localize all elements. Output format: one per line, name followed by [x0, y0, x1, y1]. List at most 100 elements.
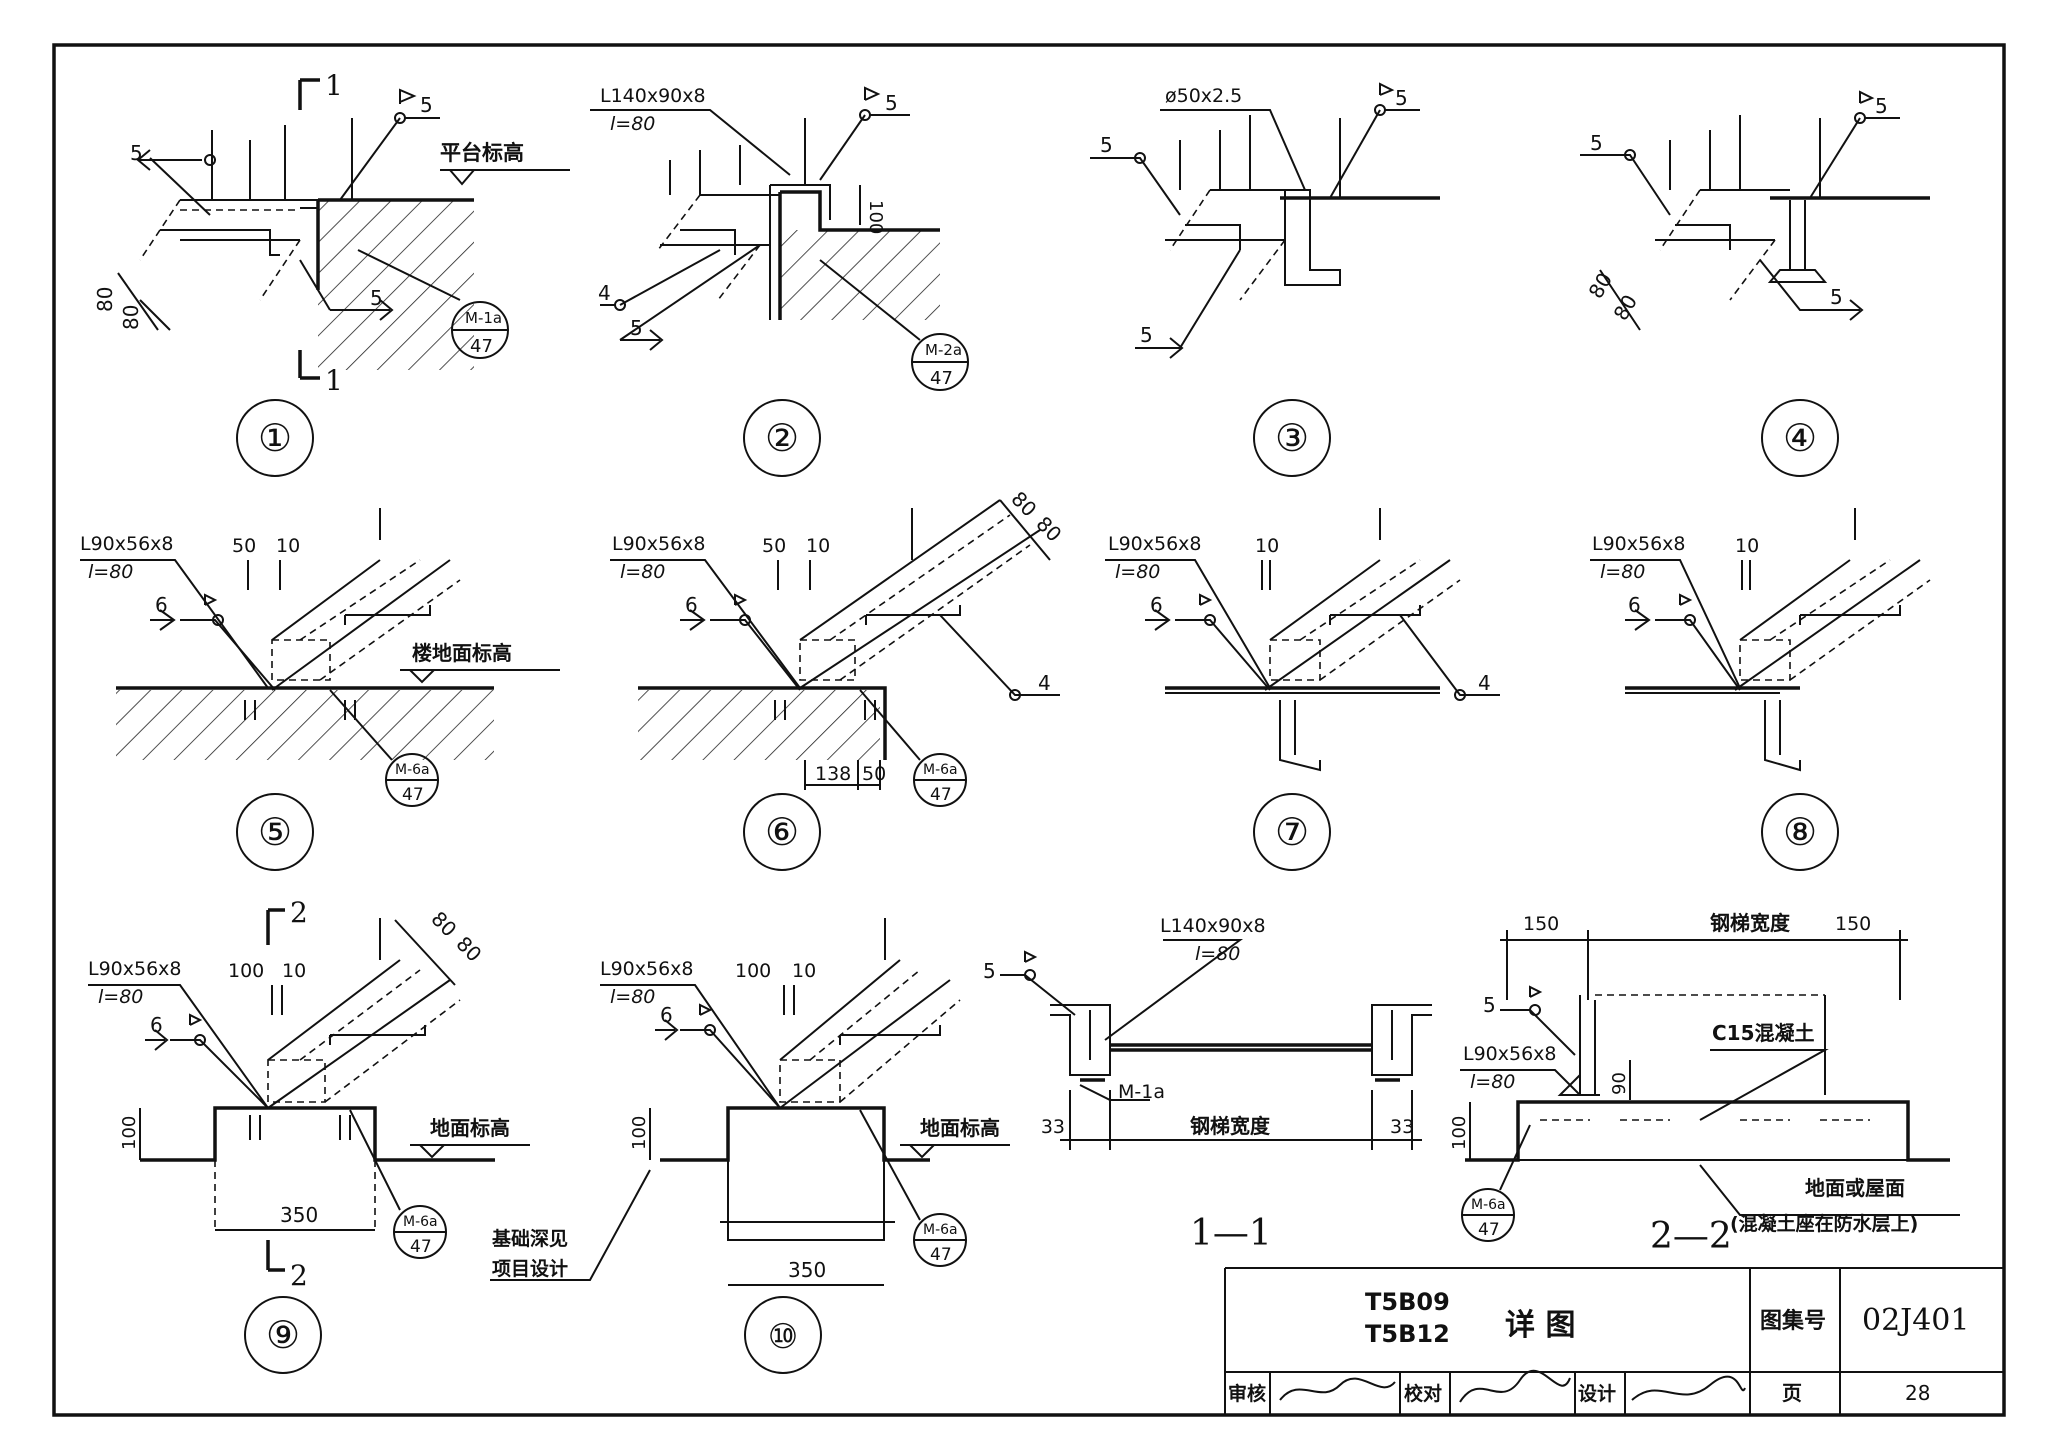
section-mark-top: 1: [325, 69, 343, 102]
detail-number: ⑤: [258, 810, 292, 854]
foundation-note-2: 项目设计: [492, 1258, 568, 1280]
detail-1: 80 80 5 5 5 平台标高 M-1a 47 1 1 ①: [93, 69, 570, 477]
weld-left: 5: [1100, 133, 1113, 157]
angle-label: L90x56x8: [1592, 533, 1686, 555]
dim-right: 33: [1390, 1116, 1414, 1138]
ref-bot: 47: [930, 785, 952, 805]
detail-4: 5 5 5 80 80 ④: [1580, 90, 1930, 477]
ref-bot: 47: [470, 336, 493, 357]
len-label: l=80: [1470, 1071, 1515, 1093]
width-label: 钢梯宽度: [1190, 1114, 1271, 1138]
detail-number: ⑨: [266, 1313, 300, 1357]
signature-review: [1279, 1377, 1396, 1401]
len-label: l=80: [610, 986, 655, 1008]
detail-7: L90x56x8 l=80 10 6 4 ⑦: [1105, 508, 1500, 871]
weld: 6: [1628, 593, 1641, 617]
review-label: 审核: [1228, 1382, 1266, 1405]
title-block: T5B09 T5B12 详 图 图集号 02J401 审核 校对 设计 页 28: [1224, 1267, 2004, 1415]
angle-label: L90x56x8: [80, 533, 174, 555]
elevation-label: 地面标高: [920, 1116, 1000, 1140]
signature-check: [1459, 1369, 1571, 1403]
section-1-1: L140x90x8 l=80 5 M-1a 钢梯宽度 33 33 1—1: [983, 915, 1432, 1254]
section-mark-top: 2: [290, 896, 308, 929]
section-2-2: 150 钢梯宽度 150 5 C15混凝土 L90x56x8 l=80 90 1…: [1449, 911, 1960, 1257]
len-label: l=80: [610, 113, 655, 135]
section-title: 2—2: [1650, 1216, 1732, 1257]
weld: 6: [1150, 593, 1163, 617]
ref-top: M-1a: [465, 309, 502, 327]
dim-b: 80: [1031, 512, 1066, 547]
ref-top: M-6a: [1471, 1197, 1506, 1213]
angle-label: L90x56x8: [1108, 533, 1202, 555]
detail-number: ①: [258, 416, 292, 460]
dim-h: 100: [119, 1116, 140, 1150]
ref-top: M-6a: [403, 1214, 438, 1230]
sheet-border: [52, 43, 2006, 1417]
sheet-title: 详 图: [1505, 1308, 1575, 1343]
floor-label: 地面或屋面: [1805, 1176, 1905, 1200]
detail-number: ③: [1275, 416, 1309, 460]
dim-10: 10: [806, 535, 830, 557]
angle-label: L90x56x8: [88, 958, 182, 980]
weld-right: 5: [885, 91, 898, 115]
angle-label: L90x56x8: [600, 958, 694, 980]
angle-label: L140x90x8: [600, 85, 706, 107]
code-2: T5B12: [1365, 1320, 1450, 1348]
section-mark-bot: 2: [290, 1259, 308, 1292]
dim-a: 80: [1584, 268, 1618, 302]
dim-10: 10: [792, 960, 816, 982]
dim-h: 100: [629, 1116, 650, 1150]
dim-100: 100: [228, 960, 264, 982]
weld-bottom: 5: [1830, 285, 1843, 309]
weld: 5: [983, 959, 996, 983]
weld: 6: [155, 593, 168, 617]
detail-number: ④: [1783, 416, 1817, 460]
weld-left: 5: [1590, 131, 1603, 155]
detail-2: 100 L140x90x8 l=80 5 4 5 M-2a 47 ②: [590, 85, 969, 477]
atlas-label: 图集号: [1760, 1308, 1826, 1334]
weld-a: 4: [598, 281, 611, 305]
page-label: 页: [1782, 1381, 1802, 1405]
signature-design: [1631, 1375, 1746, 1401]
dim-a: 80: [426, 907, 461, 942]
dim-b: 80: [451, 932, 486, 967]
atlas-number: 02J401: [1862, 1303, 1969, 1338]
concrete-label: C15混凝土: [1712, 1021, 1815, 1045]
elevation-label: 楼地面标高: [412, 641, 512, 665]
detail-5: L90x56x8 l=80 50 10 6 楼地面标高 M-6a 47 ⑤: [80, 508, 560, 871]
detail-number: ⑧: [1783, 810, 1817, 854]
dim-h: 100: [1449, 1116, 1470, 1150]
ref-top: M-6a: [395, 762, 430, 778]
detail-number: ⑥: [765, 810, 799, 854]
section-mark-bot: 1: [325, 364, 343, 397]
ref-bot: 47: [402, 785, 424, 805]
ref-bot: 47: [930, 1245, 952, 1265]
angle-label: L140x90x8: [1160, 915, 1266, 937]
ref-bot: 47: [410, 1237, 432, 1257]
dim-138: 138: [815, 763, 851, 785]
len-label: l=80: [88, 561, 133, 583]
ref-bot: 47: [1478, 1220, 1500, 1240]
pipe-label: ø50x2.5: [1165, 85, 1242, 107]
dim-50: 50: [232, 535, 256, 557]
weld: 5: [1483, 993, 1496, 1017]
dim-50b: 50: [862, 763, 886, 785]
detail-number: ⑩: [768, 1317, 798, 1357]
elevation-label: 地面标高: [430, 1116, 510, 1140]
angle-label: L90x56x8: [612, 533, 706, 555]
detail-6: L90x56x8 l=80 50 10 80 80 6 4 138 50 M-6…: [610, 487, 1066, 871]
len-label: l=80: [620, 561, 665, 583]
floor-note: (混凝土座在防水层上): [1730, 1212, 1918, 1235]
dim-b: 80: [119, 305, 143, 330]
dim-100: 100: [865, 200, 886, 234]
detail-3: ø50x2.5 5 5 5 ③: [1090, 82, 1440, 477]
dim-right: 150: [1835, 913, 1871, 935]
dim-90: 90: [1609, 1072, 1630, 1095]
len-label: l=80: [98, 986, 143, 1008]
check-label: 校对: [1404, 1382, 1442, 1405]
plate-label: M-1a: [1118, 1081, 1165, 1103]
detail-number: ⑦: [1275, 810, 1309, 854]
weld: 6: [660, 1003, 673, 1027]
dim-50: 50: [762, 535, 786, 557]
